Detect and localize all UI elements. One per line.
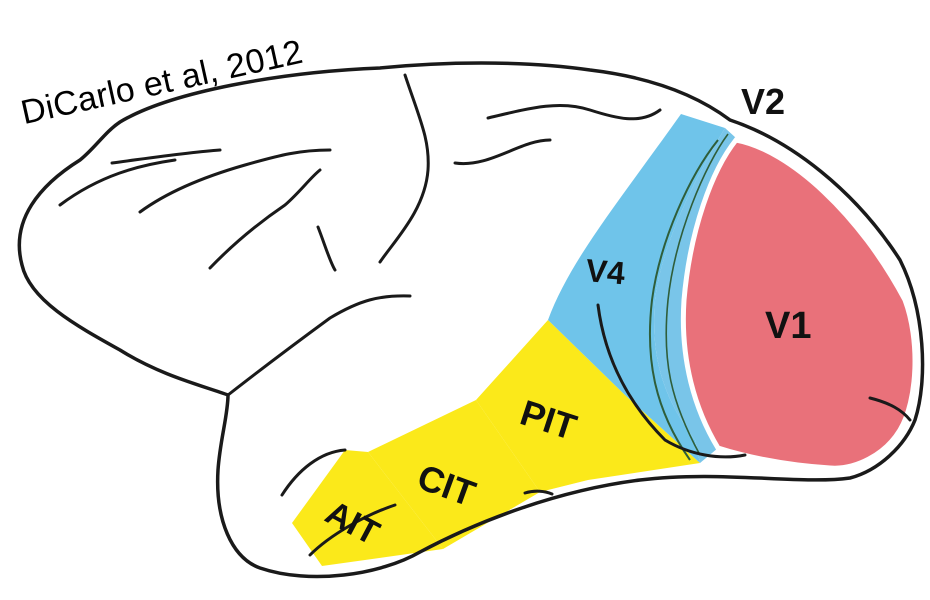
sulcus-5 xyxy=(318,227,335,270)
sulcus-1 xyxy=(60,160,175,205)
sulcus-4 xyxy=(210,170,320,268)
sulcus-8 xyxy=(455,140,550,164)
label-v2: V2 xyxy=(741,81,785,122)
label-v1: V1 xyxy=(765,305,811,347)
sulcus-6 xyxy=(380,75,428,262)
sulcus-7 xyxy=(488,105,660,118)
label-v4: V4 xyxy=(584,252,626,291)
sulcus-9 xyxy=(228,296,410,395)
sulcus-3 xyxy=(140,150,330,212)
